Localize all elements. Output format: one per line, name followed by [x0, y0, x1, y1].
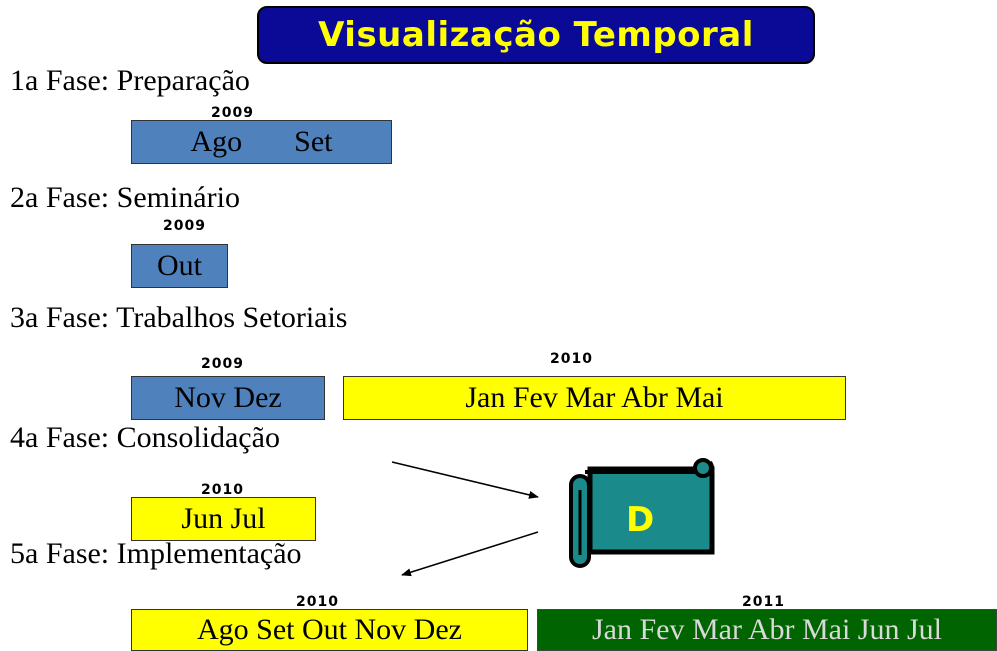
phase-2-month-out: Out — [157, 249, 202, 282]
phase-1-year: 2009 — [211, 105, 254, 121]
phase-1-label: 1a Fase: Preparação — [10, 64, 250, 97]
title-banner: Visualização Temporal — [257, 6, 815, 64]
arrow-to-document — [391, 461, 539, 499]
phase-1-month-ago: Ago — [190, 125, 243, 158]
document-letter: D — [626, 500, 655, 540]
phase-3-year-2009: 2009 — [201, 356, 244, 372]
scroll-document-icon — [569, 458, 715, 568]
phase-2-year: 2009 — [163, 218, 206, 234]
phase-3-months-2009: Nov Dez — [174, 381, 282, 414]
phase-5-bar-2011: Jan Fev Mar Abr Mai Jun Jul — [537, 609, 997, 651]
arrow-from-document — [401, 531, 539, 577]
phase-1-bar: Ago Set — [131, 120, 392, 164]
phase-2-bar: Out — [131, 244, 228, 288]
phase-4-year: 2010 — [201, 482, 244, 498]
phase-5-months-2010: Ago Set Out Nov Dez — [197, 613, 462, 646]
phase-3-year-2010: 2010 — [550, 351, 593, 367]
page-title: Visualização Temporal — [318, 15, 754, 55]
phase-1-month-set: Set — [294, 125, 333, 158]
phase-5-months-2011: Jan Fev Mar Abr Mai Jun Jul — [592, 613, 942, 646]
phase-5-year-2011: 2011 — [742, 594, 785, 610]
phase-4-months: Jun Jul — [181, 502, 266, 535]
phase-4-label: 4a Fase: Consolidação — [10, 421, 280, 454]
phase-5-year-2010: 2010 — [296, 594, 339, 610]
phase-3-label: 3a Fase: Trabalhos Setoriais — [10, 301, 348, 334]
phase-4-bar: Jun Jul — [131, 497, 316, 541]
phase-3-bar-2010: Jan Fev Mar Abr Mai — [343, 376, 846, 420]
phase-5-label: 5a Fase: Implementação — [10, 537, 302, 570]
phase-2-label: 2a Fase: Seminário — [10, 181, 240, 214]
phase-3-bar-2009: Nov Dez — [131, 376, 325, 420]
phase-5-bar-2010: Ago Set Out Nov Dez — [131, 609, 528, 651]
phase-3-months-2010: Jan Fev Mar Abr Mai — [465, 381, 724, 414]
